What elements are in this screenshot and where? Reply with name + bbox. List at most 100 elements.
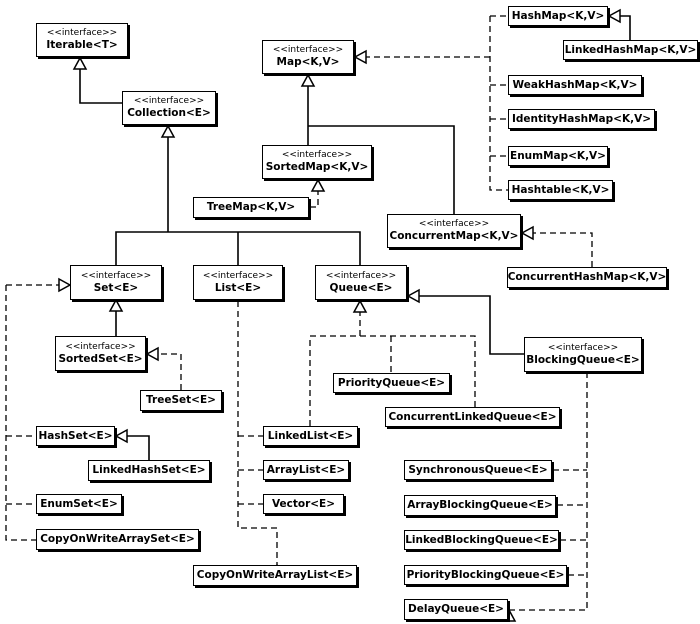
- arrowhead-0: [72, 56, 88, 70]
- node-label: LinkedHashMap<K,V>: [564, 43, 697, 56]
- arrowhead-4: [300, 73, 316, 87]
- node-label: Map<K,V>: [276, 56, 340, 68]
- stereotype-label: <<interface>>: [65, 341, 136, 352]
- node-enumset: EnumSet<E>: [36, 494, 122, 514]
- arrowhead-8: [353, 49, 367, 65]
- implements-edge-22: [237, 301, 278, 565]
- node-concurrentmap: <<interface>>ConcurrentMap<K,V>: [387, 214, 521, 248]
- node-treemap: TreeMap<K,V>: [193, 197, 309, 218]
- stereotype-label: <<interface>>: [547, 342, 619, 353]
- node-label: TreeSet<E>: [146, 394, 216, 406]
- node-iterable: <<interface>>Iterable<T>: [36, 23, 128, 57]
- stereotype-label: <<interface>>: [281, 150, 353, 160]
- arrowhead-27: [352, 299, 368, 313]
- arrowhead-21: [114, 428, 128, 444]
- arrowhead-3: [160, 124, 176, 138]
- node-label: Collection<E>: [127, 107, 211, 119]
- node-label: EnumMap<K,V>: [510, 149, 606, 162]
- arrowhead-18: [58, 277, 72, 293]
- node-label: EnumSet<E>: [40, 497, 118, 510]
- node-arraylist: ArrayList<E>: [263, 460, 349, 480]
- extends-edge-0: [79, 58, 122, 104]
- extends-edge-21: [116, 435, 150, 460]
- stereotype-label: <<interface>>: [46, 28, 118, 38]
- node-label: ConcurrentHashMap<K,V>: [507, 271, 667, 283]
- node-label: ConcurrentMap<K,V>: [389, 230, 519, 242]
- node-label: ConcurrentLinkedQueue<E>: [388, 410, 557, 423]
- edges-layer: [5, 15, 631, 611]
- node-linkedblockingqueue: LinkedBlockingQueue<E>: [404, 530, 559, 550]
- node-label: TreeMap<K,V>: [206, 201, 296, 213]
- node-label: SortedMap<K,V>: [265, 161, 369, 173]
- stereotype-label: <<interface>>: [80, 270, 152, 281]
- stereotype-label: <<interface>>: [325, 270, 397, 281]
- node-sortedset: <<interface>>SortedSet<E>: [55, 336, 146, 371]
- node-hashmap: HashMap<K,V>: [508, 6, 608, 26]
- node-treeset: TreeSet<E>: [140, 390, 222, 411]
- arrowhead-6: [310, 178, 326, 192]
- node-priorityblockingqueue: PriorityBlockingQueue<E>: [404, 565, 567, 585]
- arrowhead-29: [406, 288, 420, 304]
- stereotype-label: <<interface>>: [202, 270, 274, 281]
- node-label: Hashtable<K,V>: [511, 183, 610, 196]
- node-hashset: HashSet<E>: [36, 426, 115, 446]
- arrowhead-13: [607, 8, 621, 24]
- implements-edge-17: [5, 285, 36, 541]
- node-label: Queue<E>: [329, 281, 393, 294]
- node-concurrenthashmap: ConcurrentHashMap<K,V>: [507, 267, 667, 288]
- node-label: LinkedBlockingQueue<E>: [405, 533, 558, 546]
- node-label: IdentityHashMap<K,V>: [512, 112, 651, 125]
- node-copyonwritearrayset: CopyOnWriteArraySet<E>: [36, 529, 199, 550]
- node-label: SynchronousQueue<E>: [408, 463, 548, 476]
- node-label: SortedSet<E>: [58, 352, 143, 365]
- node-label: DelayQueue<E>: [408, 603, 504, 615]
- node-collection: <<interface>>Collection<E>: [122, 91, 216, 125]
- node-label: HashMap<K,V>: [511, 9, 605, 22]
- implements-edge-30: [509, 372, 588, 611]
- node-hashtable: Hashtable<K,V>: [508, 180, 613, 200]
- node-label: HashSet<E>: [38, 429, 113, 442]
- arrowhead-14: [520, 225, 534, 241]
- implements-edge-16: [147, 353, 182, 390]
- implements-edge-26: [309, 335, 476, 426]
- stereotype-label: <<interface>>: [272, 45, 344, 55]
- node-concurrentlinkedqueue: ConcurrentLinkedQueue<E>: [385, 407, 560, 427]
- node-priorityqueue: PriorityQueue<E>: [333, 373, 450, 393]
- node-label: Vector<E>: [271, 497, 336, 510]
- arrowhead-16: [145, 346, 159, 362]
- node-blockingqueue: <<interface>>BlockingQueue<E>: [524, 337, 642, 372]
- node-list: <<interface>>List<E>: [193, 265, 283, 300]
- stereotype-label: <<interface>>: [418, 219, 490, 229]
- node-label: PriorityBlockingQueue<E>: [406, 568, 565, 581]
- node-label: LinkedList<E>: [267, 429, 354, 442]
- node-queue: <<interface>>Queue<E>: [315, 265, 407, 300]
- node-linkedhashset: LinkedHashSet<E>: [88, 460, 210, 481]
- node-sortedmap: <<interface>>SortedMap<K,V>: [262, 145, 372, 179]
- node-label: List<E>: [214, 281, 262, 294]
- arrowheads-layer: [58, 8, 621, 622]
- node-enummap: EnumMap<K,V>: [508, 146, 608, 166]
- node-label: ArrayList<E>: [266, 463, 346, 476]
- node-delayqueue: DelayQueue<E>: [404, 599, 508, 620]
- node-label: ArrayBlockingQueue<E>: [407, 499, 553, 511]
- node-label: WeakHashMap<K,V>: [512, 78, 638, 91]
- node-label: LinkedHashSet<E>: [92, 464, 206, 476]
- implements-edge-14: [522, 232, 593, 267]
- node-copyonwritearraylist: CopyOnWriteArrayList<E>: [193, 565, 357, 586]
- node-map: <<interface>>Map<K,V>: [262, 40, 354, 74]
- extends-edge-5: [308, 125, 455, 214]
- node-label: CopyOnWriteArraySet<E>: [40, 533, 195, 545]
- node-arrayblockingqueue: ArrayBlockingQueue<E>: [404, 495, 556, 516]
- node-synchronousqueue: SynchronousQueue<E>: [404, 460, 552, 480]
- node-set: <<interface>>Set<E>: [70, 265, 162, 300]
- node-label: CopyOnWriteArrayList<E>: [196, 569, 354, 581]
- node-vector: Vector<E>: [263, 494, 344, 514]
- extends-edge-29: [408, 295, 524, 355]
- node-label: BlockingQueue<E>: [526, 353, 640, 366]
- node-label: Set<E>: [93, 281, 139, 294]
- arrowhead-15: [108, 298, 124, 312]
- node-linkedhashmap: LinkedHashMap<K,V>: [563, 40, 698, 60]
- stereotype-label: <<interface>>: [133, 96, 205, 106]
- implements-edge-7: [489, 16, 508, 191]
